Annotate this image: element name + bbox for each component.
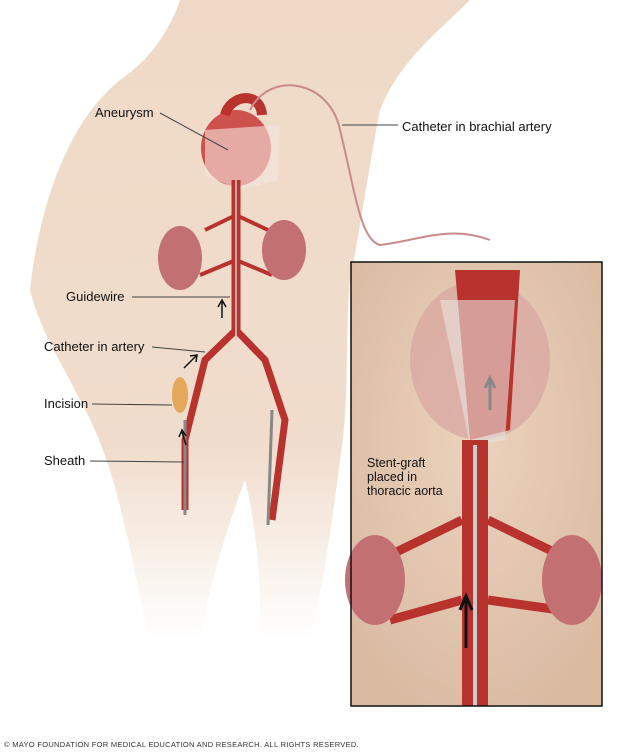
- label-catheter-in-artery: Catheter in artery: [44, 339, 145, 354]
- body-silhouette: [30, 0, 470, 640]
- label-incision: Incision: [44, 396, 89, 411]
- label-sheath: Sheath: [44, 453, 86, 468]
- kidney-right: [262, 220, 306, 280]
- arrow-icon: [178, 428, 187, 446]
- arrow-icon: [217, 298, 227, 318]
- copyright-notice: © MAYO FOUNDATION FOR MEDICAL EDUCATION …: [4, 740, 359, 749]
- label-aneurysm: Aneurysm: [95, 105, 154, 120]
- arrow-icon: [458, 592, 474, 648]
- brachial-catheter: [249, 84, 491, 247]
- arrow-icon: [183, 354, 198, 369]
- label-line: Stent-graft: [367, 456, 426, 470]
- branch-arteries: [199, 213, 273, 277]
- label-stent-graft: Stent-graft placed in thoracic aorta: [367, 456, 487, 498]
- aortic-arch: [220, 93, 267, 117]
- inset-closeup: [345, 261, 603, 707]
- pericardium: [205, 125, 280, 190]
- label-line: thoracic aorta: [367, 484, 443, 498]
- label-line: placed in: [367, 470, 418, 484]
- label-guidewire: Guidewire: [66, 289, 125, 304]
- leader-lines: [89, 112, 398, 463]
- kidney-left: [158, 226, 202, 290]
- incision: [172, 377, 188, 413]
- label-brachial-catheter: Catheter in brachial artery: [402, 119, 552, 134]
